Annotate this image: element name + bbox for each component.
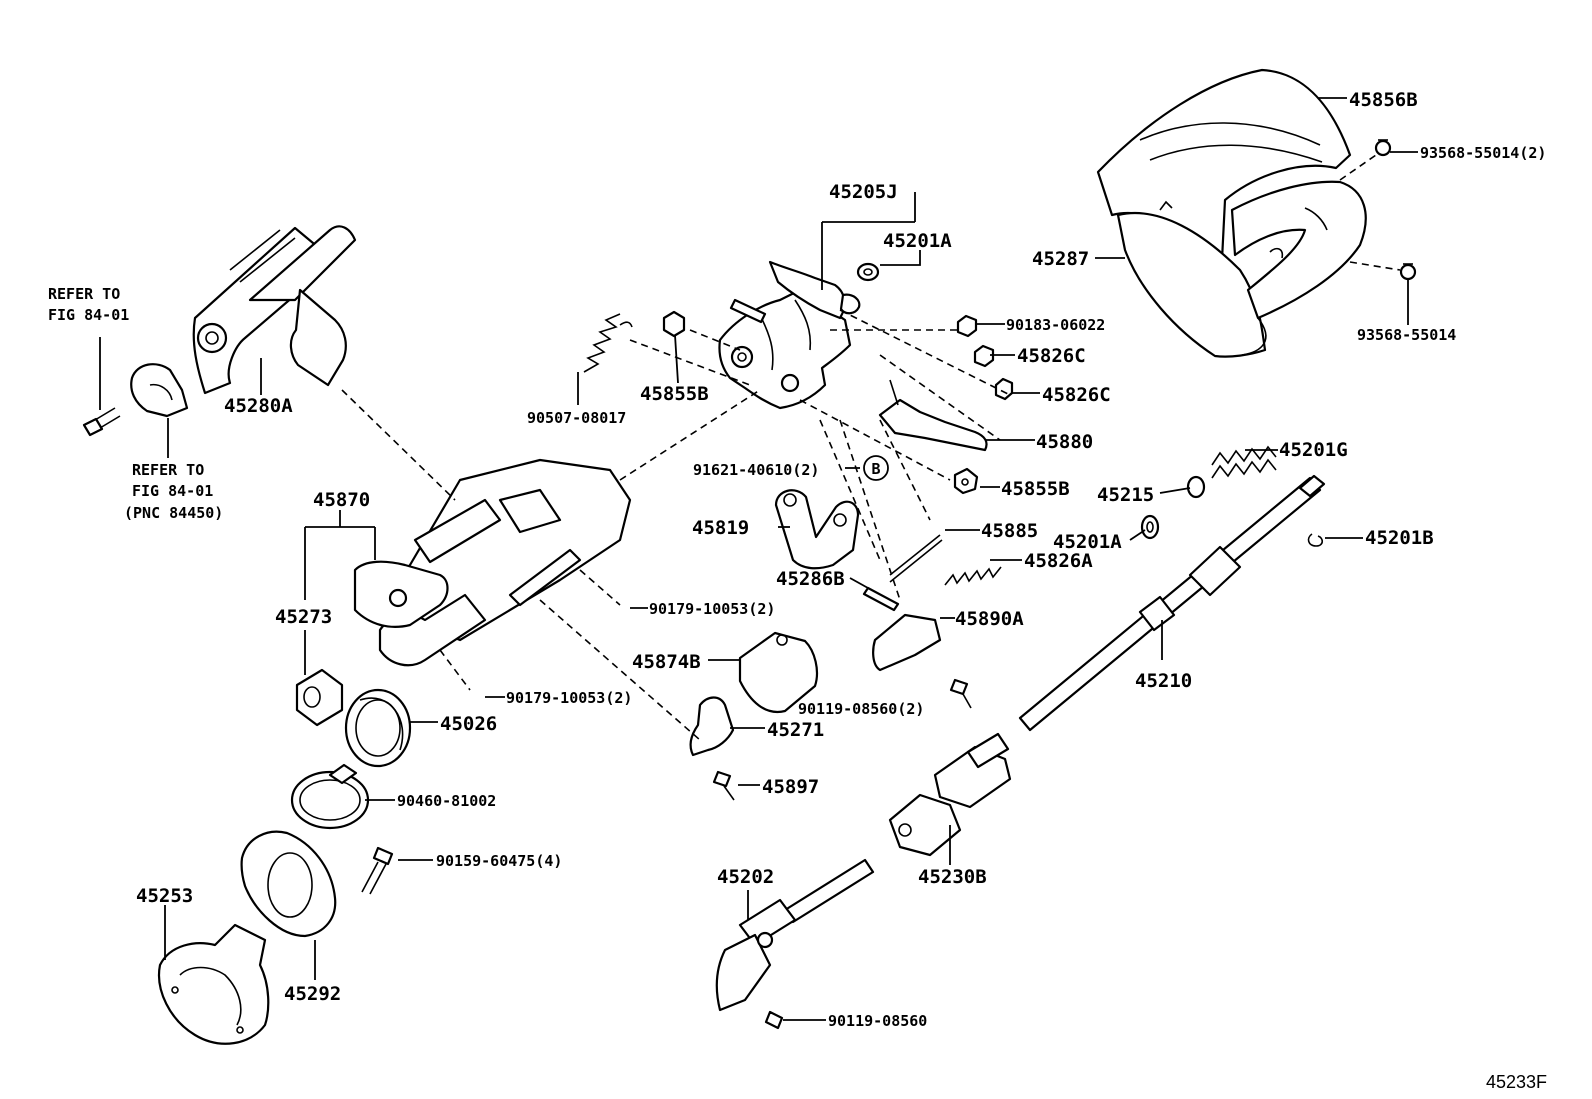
label-45897: 45897 [762,776,819,798]
label-45210: 45210 [1135,670,1192,692]
column-mid-body-drawing [353,458,632,667]
refer-mid-line-2: FIG 84-01 [132,482,213,500]
label-90179-10053-2-a: 90179-10053(2) [649,600,775,618]
label-45826C-a: 45826C [1017,345,1086,367]
cover-45253-drawing [157,923,270,1045]
label-45885: 45885 [981,520,1038,542]
label-45201A-mid: 45201A [1053,531,1122,553]
part-labels: 45856B 93568-55014(2) 45287 93568-55014 … [136,89,1546,1030]
nut-45855B-top-drawing [662,310,686,338]
main-column-tube-drawing [192,225,357,395]
label-90507-08017: 90507-08017 [527,409,626,427]
label-93568-55014-2: 93568-55014(2) [1420,144,1546,162]
label-45026: 45026 [440,713,497,735]
label-45292: 45292 [284,983,341,1005]
bush-45273-drawing [295,668,344,727]
label-45855B-mid: 45855B [1001,478,1070,500]
small-nuts-drawing [956,314,1014,401]
callout-B-label: B [871,460,880,478]
label-45826A: 45826A [1024,550,1093,572]
label-45202: 45202 [717,866,774,888]
label-45880: 45880 [1036,431,1093,453]
label-91621-40610-2: 91621-40610(2) [693,461,819,479]
spring-90507-drawing [583,313,633,373]
label-45287: 45287 [1032,248,1089,270]
label-45201A-top: 45201A [883,230,952,252]
label-45870: 45870 [313,489,370,511]
upper-bracket-45205J-drawing [718,260,861,410]
label-93568-55014: 93568-55014 [1357,326,1456,344]
label-90119-08560: 90119-08560 [828,1012,927,1030]
label-45205J: 45205J [829,181,898,203]
bush-45201A-top-drawing [856,262,880,282]
tilt-mechanism-drawing [774,489,1002,672]
alignment-dashed-lines [341,154,1401,741]
boot-45026-drawing [344,688,412,768]
label-90460-81002: 90460-81002 [397,792,496,810]
clamp-90460-drawing [290,763,370,830]
label-45253: 45253 [136,885,193,907]
label-90119-08560-2: 90119-08560(2) [798,700,924,718]
refer-mid-line-3: (PNC 84450) [124,504,223,522]
refer-top-line-1: REFER TO [48,285,120,303]
refer-notes: REFER TO FIG 84-01 REFER TO FIG 84-01 (P… [48,285,223,522]
column-cover-drawing [1096,68,1367,358]
refer-part-drawing [82,363,189,437]
label-45273: 45273 [275,606,332,628]
lower-bracket-parts-drawing [689,631,972,801]
label-45271: 45271 [767,719,824,741]
label-45890A: 45890A [955,608,1024,630]
bolt-90159-drawing [361,846,394,895]
label-90179-10053-2-b: 90179-10053(2) [506,689,632,707]
label-45201B: 45201B [1365,527,1434,549]
cover-screw-drawings [1374,139,1417,281]
lower-shaft-45202-drawing [715,858,875,1030]
label-45280A: 45280A [224,395,293,417]
intermediate-shaft-45230B-drawing [888,732,1012,857]
label-90159-60475-4: 90159-60475(4) [436,852,562,870]
refer-mid-line-1: REFER TO [132,461,204,479]
upper-shaft-parts-drawing [1140,445,1324,547]
label-45874B: 45874B [632,651,701,673]
label-45855B-top: 45855B [640,383,709,405]
label-45826C-b: 45826C [1042,384,1111,406]
label-45286B: 45286B [776,568,845,590]
label-45856B: 45856B [1349,89,1418,111]
callout-B: B [863,455,889,481]
shaft-45210-drawing [1018,474,1326,732]
label-45819: 45819 [692,517,749,539]
plate-45292-drawing [240,830,337,938]
bush-45855B-mid-drawing [953,467,979,495]
diagram-code: 45233F [1486,1072,1547,1092]
label-45201G: 45201G [1279,439,1348,461]
lever-45880-drawing [878,379,988,452]
label-45215: 45215 [1097,484,1154,506]
label-90183-06022: 90183-06022 [1006,316,1105,334]
label-45230B: 45230B [918,866,987,888]
leader-lines [99,97,1418,1021]
refer-top-line-2: FIG 84-01 [48,306,129,324]
